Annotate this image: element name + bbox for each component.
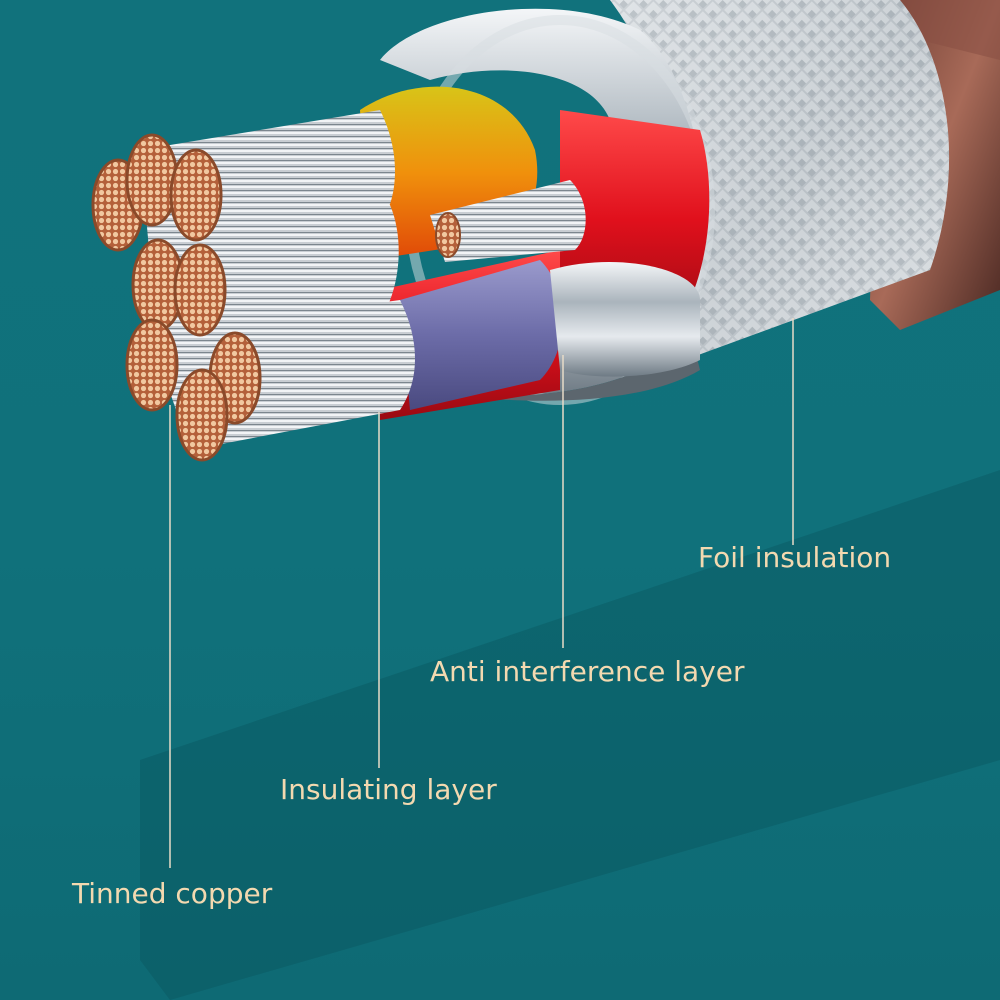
label-foil-insulation: Foil insulation <box>698 541 892 574</box>
label-tinned-copper: Tinned copper <box>72 877 273 910</box>
strand-bundles <box>140 110 586 450</box>
label-insulating-layer: Insulating layer <box>280 773 497 806</box>
label-anti-interference-layer: Anti interference layer <box>430 655 745 688</box>
copper-conductor-ends <box>91 133 461 462</box>
leader-lines <box>169 318 794 868</box>
cable-shadow <box>140 470 1000 1000</box>
